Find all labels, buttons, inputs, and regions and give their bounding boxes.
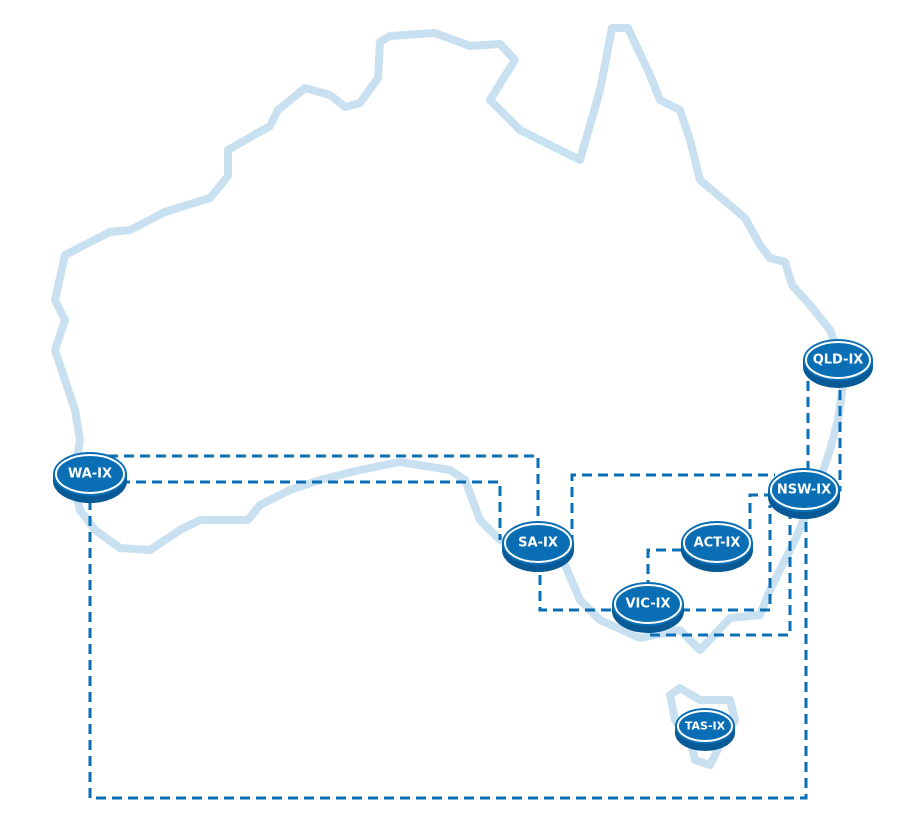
node-label: SA-IX: [518, 536, 558, 551]
node-face: [683, 523, 751, 563]
link-vic-nsw-upper: [680, 505, 772, 612]
link-sa-nsw: [570, 473, 775, 545]
node-label: VIC-IX: [626, 597, 671, 612]
node-act[interactable]: ACT-IX: [681, 521, 753, 572]
node-face: [770, 470, 838, 510]
link-wa-sa-lower: [120, 480, 502, 540]
node-tas[interactable]: TAS-IX: [675, 708, 735, 751]
node-label: NSW-IX: [777, 483, 831, 498]
node-vic[interactable]: VIC-IX: [612, 582, 684, 633]
nodes: QLD-IX NSW-IX WA-IX SA-IX ACT-IX VIC-IX TAS-IX: [53, 339, 873, 751]
node-qld[interactable]: QLD-IX: [803, 339, 873, 388]
node-nsw[interactable]: NSW-IX: [768, 468, 840, 519]
link-sa-vic: [538, 575, 615, 612]
node-label: TAS-IX: [685, 720, 726, 733]
node-label: ACT-IX: [694, 536, 741, 551]
node-face: [614, 584, 682, 624]
mainland-outline: [51, 24, 847, 654]
node-face: [55, 454, 125, 494]
link-wa-nsw: [88, 500, 808, 800]
node-label: QLD-IX: [813, 353, 864, 368]
link-vic-act: [646, 548, 683, 590]
node-face: [677, 710, 733, 742]
node-face: [805, 341, 871, 379]
link-act-nsw: [748, 493, 773, 545]
node-sa[interactable]: SA-IX: [502, 521, 574, 572]
node-label: WA-IX: [68, 467, 112, 482]
node-wa[interactable]: WA-IX: [53, 452, 127, 503]
node-face: [504, 523, 572, 563]
